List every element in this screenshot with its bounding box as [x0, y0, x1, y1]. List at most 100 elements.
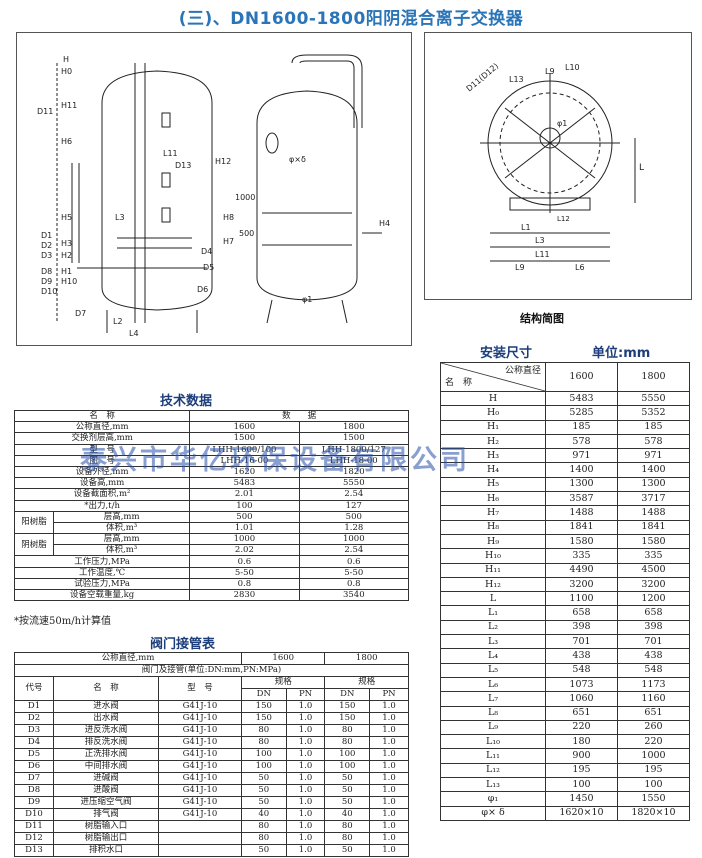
dims-value-1800: 1841 [617, 519, 690, 535]
valve-dn2: 80 [324, 832, 371, 845]
tech-label: 设备高,mm [13, 477, 191, 490]
table-row: 代号 名 称 型 号 规格 规格 [14, 676, 409, 701]
dims-symbol: H₈ [440, 519, 546, 535]
tech-value-1600: 2830 [189, 588, 300, 602]
structure-caption: 结构简图 [520, 312, 564, 325]
valve-pn1: 1.0 [285, 712, 326, 725]
tech-value-1800: 1800 [298, 421, 410, 434]
dims-value-1800: 4500 [617, 562, 690, 578]
valve-name: 排气阀 [53, 808, 159, 821]
valve-code: D12 [14, 832, 54, 845]
dims-value-1800: 1488 [617, 505, 690, 521]
tech-label: 试验压力,MPa [13, 577, 191, 591]
dims-value-1800: 195 [617, 762, 690, 779]
label-h8: H8 [223, 213, 235, 222]
dims-symbol: L₁₀ [440, 734, 546, 750]
label-d4: D4 [201, 247, 213, 256]
dims-symbol: H₇ [440, 505, 546, 521]
dims-unit: 单位:mm [592, 346, 651, 361]
valve-model: G41J-10 [158, 736, 242, 749]
valve-dn1: 50 [241, 784, 287, 797]
valve-pn2: 1.0 [369, 832, 409, 845]
label-l9-top: L9 [545, 67, 555, 76]
tech-value-1800: 127 [298, 499, 410, 512]
label-l11-plan: L11 [535, 250, 550, 259]
dims-value-1600: 701 [545, 634, 618, 650]
dims-head-d2: 1800 [617, 362, 690, 392]
dims-head-diameter: 公称直径 [504, 366, 541, 376]
valve-col-dn-1: DN [241, 688, 287, 701]
valve-pn2: 1.0 [369, 808, 409, 821]
tech-value-1800: 1000 [298, 533, 410, 546]
dims-value-1800: 1173 [617, 676, 690, 693]
tech-value-1600: 0.8 [189, 577, 300, 591]
valve-name: 排反洗水阀 [53, 736, 159, 749]
table-row: 公称直径 名 称 1600 1800 [440, 362, 690, 392]
label-l3: L3 [115, 213, 125, 222]
dims-value-1800: 220 [617, 734, 690, 750]
tech-value-1600: 500 [189, 510, 300, 523]
dims-value-1800: 1820×10 [617, 805, 690, 821]
label-d9: D9 [41, 277, 53, 286]
valve-dn2: 80 [324, 820, 371, 833]
valve-col-spec-1: 规格 [240, 676, 326, 689]
valve-pn1: 1.0 [285, 844, 326, 857]
dims-value-1600: 900 [545, 748, 618, 764]
dims-value-1800: 260 [617, 719, 690, 736]
tech-head-data: 数 据 [189, 409, 409, 423]
valve-col-name: 名 称 [53, 676, 159, 701]
valve-head-d2: 1800 [324, 652, 409, 665]
label-h: H [63, 55, 70, 64]
label-d3: D3 [41, 251, 53, 260]
valve-pn1: 1.0 [285, 796, 326, 809]
valve-name: 进水阀 [53, 700, 159, 713]
valve-code: D5 [14, 748, 54, 761]
dims-value-1800: 1580 [617, 533, 690, 550]
dims-value-1600: 1100 [545, 591, 618, 607]
dims-value-1800: 398 [617, 619, 690, 636]
valve-code: D2 [14, 712, 54, 725]
valve-col-pn-1: PN [285, 688, 326, 701]
valve-dn2: 80 [324, 724, 371, 737]
dims-value-1600: 1841 [545, 519, 618, 535]
valve-model: G41J-10 [158, 772, 242, 785]
dims-symbol: L₄ [440, 648, 546, 664]
tech-value-1600: 2.02 [189, 544, 300, 557]
label-d8: D8 [41, 267, 53, 276]
valve-name: 树脂输入口 [53, 820, 159, 833]
label-l11: L11 [163, 149, 178, 158]
elevation-drawing [56, 54, 382, 333]
dims-symbol: φ× δ [440, 805, 546, 821]
valve-name: 树脂输出口 [53, 832, 159, 845]
label-d7: D7 [75, 309, 87, 318]
valve-name: 排积水口 [53, 844, 159, 857]
